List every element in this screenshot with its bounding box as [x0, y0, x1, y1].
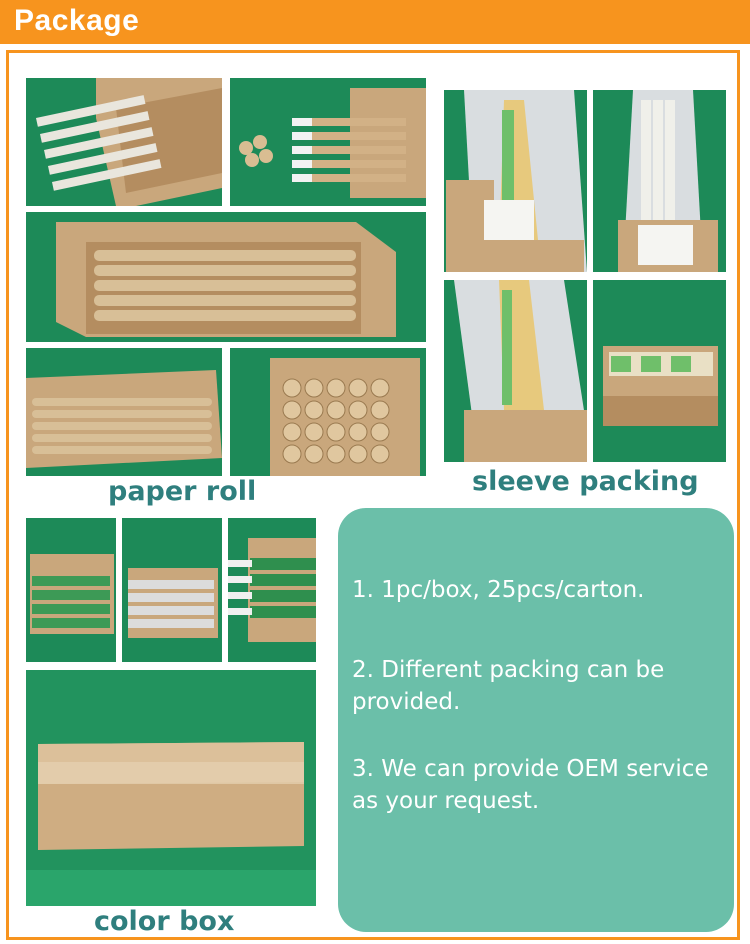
page-title: Package: [14, 4, 140, 37]
info-item-1: 1. 1pc/box, 25pcs/carton.: [352, 577, 645, 603]
caption-sleeve-packing: sleeve packing: [472, 466, 699, 497]
photo-sleeve-4: [593, 280, 726, 462]
photo-color-box-1: [26, 518, 116, 662]
photo-paper-roll-5: [230, 348, 426, 476]
photo-sleeve-2: [593, 90, 726, 272]
photo-sleeve-1: [444, 90, 587, 272]
caption-paper-roll: paper roll: [108, 476, 257, 507]
photo-sleeve-3: [444, 280, 587, 462]
header-bar: Package: [0, 0, 750, 44]
photo-paper-roll-4: [26, 348, 222, 476]
photo-color-box-carton: [26, 670, 316, 906]
photo-color-box-2: [122, 518, 222, 662]
info-item-3: 3. We can provide OEM service as your re…: [352, 756, 709, 814]
content-frame: [6, 50, 740, 940]
caption-color-box: color box: [94, 906, 235, 937]
photo-paper-roll-1: [26, 78, 222, 206]
info-item-2: 2. Different packing can be provided.: [352, 657, 665, 715]
photo-color-box-3: [228, 518, 316, 662]
info-panel: 1. 1pc/box, 25pcs/carton. 2. Different p…: [338, 508, 734, 932]
photo-paper-roll-2: [230, 78, 426, 206]
photo-paper-roll-3: [26, 212, 426, 342]
